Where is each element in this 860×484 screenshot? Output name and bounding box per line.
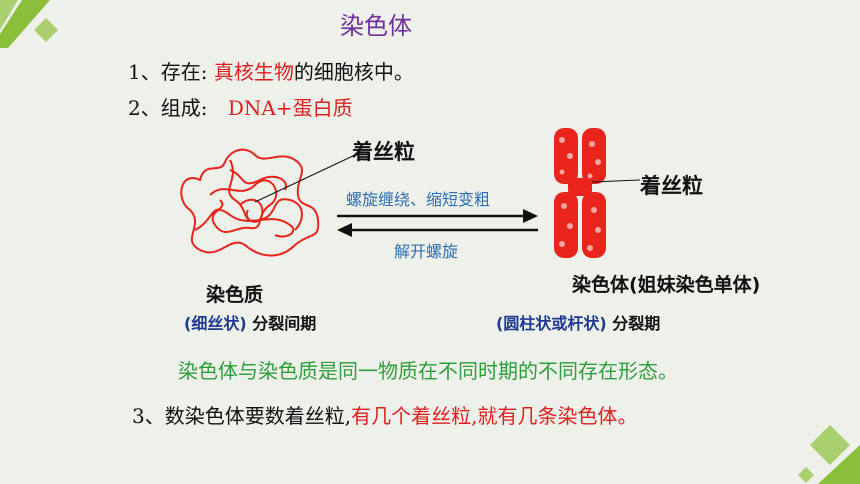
backward-arrow-label: 解开螺旋	[394, 242, 459, 261]
line-existence: 1、存在: 真核生物的细胞核中。	[128, 56, 414, 85]
line-existence-suffix: 的细胞核中。	[293, 60, 414, 84]
line-composition-highlight: DNA+蛋白质	[227, 96, 353, 120]
line-existence-prefix: 1、存在:	[128, 60, 208, 84]
forward-arrow-icon	[337, 209, 538, 223]
chromatin-caption: (细丝状) 分裂间期	[184, 310, 316, 334]
chromosome-phase: 分裂期	[612, 314, 661, 333]
line-counting: 3、数染色体要数着丝粒,有几个着丝粒,就有几条染色体。	[132, 400, 637, 429]
line-counting-prefix: 3、数染色体要数着丝粒,	[132, 404, 352, 428]
chromatin-label: 染色质	[206, 284, 264, 306]
definition-statement: 染色体与染色质是同一物质在不同时期的不同存在形态。	[178, 359, 678, 383]
chromosome-caption: (圆柱状或杆状) 分裂期	[496, 310, 660, 334]
line-existence-highlight: 真核生物	[213, 60, 294, 84]
line-counting-highlight: 有几个着丝粒,就有几条染色体。	[351, 404, 638, 428]
chromatin-illustration	[180, 148, 320, 257]
right-centromere-pointer	[591, 179, 641, 183]
slide-title: 染色体	[340, 12, 412, 40]
backward-arrow-icon	[337, 223, 538, 237]
left-centromere-pointer	[254, 154, 356, 203]
chromosome-label: 染色体(姐妹染色单体)	[572, 274, 761, 296]
line-composition: 2、组成: DNA+蛋白质	[128, 92, 353, 121]
line-composition-prefix: 2、组成:	[128, 96, 208, 120]
left-centromere-label: 着丝粒	[352, 140, 415, 164]
top-left-decoration	[0, 0, 58, 48]
forward-arrow-label: 螺旋缠绕、缩短变粗	[346, 190, 491, 209]
chromosome-illustration	[554, 128, 606, 258]
chromatin-shape: (细丝状)	[184, 314, 247, 333]
bottom-right-decoration	[798, 425, 860, 484]
chromosome-shape: (圆柱状或杆状)	[496, 314, 607, 333]
chromatin-phase: 分裂间期	[252, 314, 317, 333]
right-centromere-label: 着丝粒	[640, 174, 703, 198]
